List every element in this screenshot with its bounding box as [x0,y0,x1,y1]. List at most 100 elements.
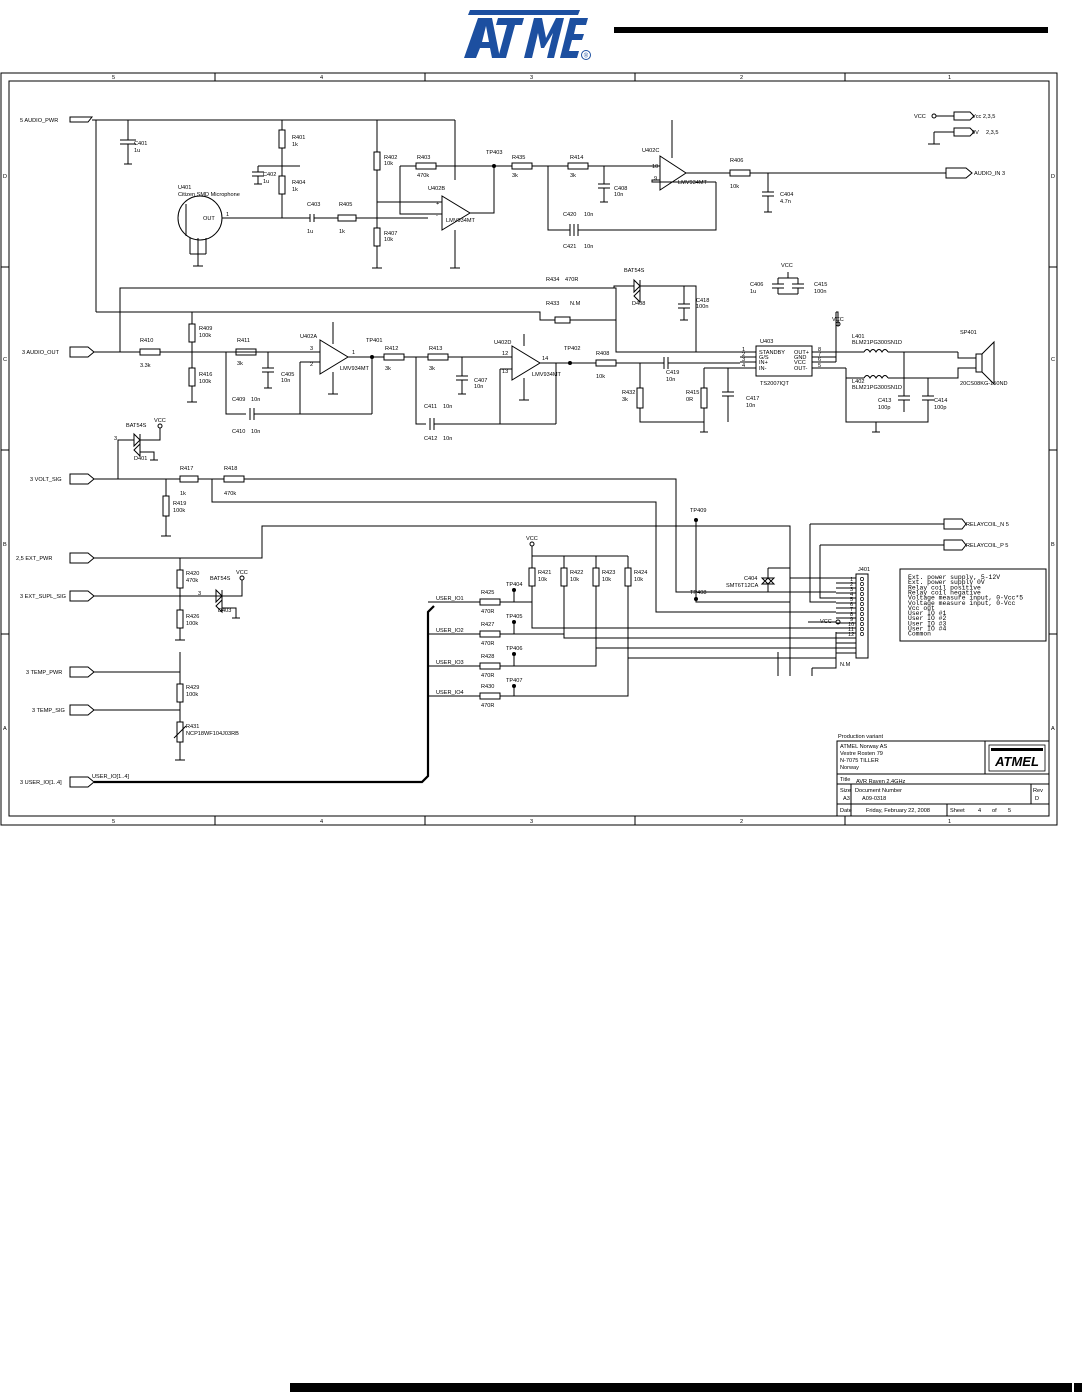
registered-icon [581,50,591,60]
svg-text:4: 4 [850,592,853,598]
vcc-sheets: Vcc 2,3,5 [972,114,995,120]
port-ext-supl-sig: 3 EXT_SUPL_SIG [20,594,66,600]
c410-ref: C410 [232,429,245,435]
svg-text:1: 1 [850,577,853,583]
c421-val: 10n [584,244,593,250]
row-label-b: B [3,542,7,548]
u402d-ref: U402D [494,340,511,346]
c420-ref: C420 [563,212,576,218]
c402-val: 1u [263,179,269,185]
r406-ref: R406 [730,158,743,164]
r430-val: 470R [481,703,494,709]
r427-val: 470R [481,641,494,647]
c415-val: 100n [814,289,826,295]
r408-ref: R408 [596,351,609,357]
u402a-pin-3: 3 [310,346,313,352]
c403-ref: C403 [307,202,320,208]
c412-val: 10n [443,436,452,442]
l402-ref: L402 [852,379,864,385]
c407-val: 10n [474,384,483,390]
bat54s-c-ref: BAT54S [210,576,231,582]
col-label-1-bottom: 1 [948,819,951,825]
r404-ref: R404 [292,180,305,186]
col-label-3-bottom: 3 [530,819,533,825]
u401-val: Citizen SMD Microphone [178,192,240,198]
r425-ref: R425 [481,590,494,596]
row-label-c: C [3,357,7,363]
sheet-label: Sheet [950,808,965,814]
u402c-pin-10: 10 [652,164,658,170]
title-block: Production variant ATMEL Norway AS Vestr… [836,734,1050,817]
r433-val: N.M [570,301,581,307]
u402d-pin-12: 12 [502,351,508,357]
r411-ref: R411 [237,338,250,344]
u402c-pin-9: 9 [654,176,657,182]
r419-ref: R419 [173,501,186,507]
c404b-val: SMT6T12CA [726,583,759,589]
r432-ref: R432 [622,390,635,396]
r418-ref: R418 [224,466,237,472]
r409-ref: R409 [199,326,212,332]
c417-val: 10n [746,403,755,409]
c409-ref: C409 [232,397,245,403]
vcc-label-j401: VCC [820,619,832,625]
c418-ref: C418 [696,298,709,304]
u402a-ref: U402A [300,334,317,340]
u403-pin-2: 2 [742,352,745,358]
r431-val: NCP18WF104J03RB [186,731,239,737]
r402-val: 10k [384,161,393,167]
svg-text:7: 7 [850,607,853,613]
gnd-sheets: 2,3,5 [986,130,998,136]
user-io-bus-label: USER_IO[1..4] [92,774,129,780]
j401-pin-desc: Ext. power supply, 5-12V [908,574,1000,581]
u403-ref: U403 [760,339,773,345]
user-io3-label: USER_IO3 [436,660,464,666]
c419-val: 10n [666,377,675,383]
r403-ref: R403 [417,155,430,161]
r433-ref: R433 [546,301,559,307]
r434-ref: R434 [546,277,559,283]
r407-ref: R407 [384,231,397,237]
u402d-val: LMV934MT [532,372,561,378]
u402d-pin-14: 14 [542,356,548,362]
r431-ref: R431 [186,724,199,730]
u402d-pin-13: 13 [502,369,508,375]
col-label-5: 5 [112,75,115,81]
vcc-label-d401: VCC [154,418,166,424]
col-label-3: 3 [530,75,533,81]
company-address1: Vestre Rosten 79 [840,751,883,757]
user-io1-label: USER_IO1 [436,596,464,602]
r411-val: 3k [237,361,243,367]
u401-out: OUT [203,216,215,222]
sheet-value: 4 [978,808,981,814]
tp401-ref: TP401 [366,338,382,344]
port-audio-out: 3 AUDIO_OUT [22,350,60,356]
j401-pin-desc: Common [908,631,931,638]
r403-val: 470k [417,173,429,179]
r435-ref: R435 [512,155,525,161]
sp401-ref: SP401 [960,330,977,336]
c405-val: 10n [281,378,290,384]
schematic-sheet: 5 4 3 2 1 5 4 3 2 1 D C B A D C B A 5 AU… [0,72,1058,826]
port-ext-pwr: 2,5 EXT_PWR [16,556,52,562]
j401-body [855,573,869,659]
temp-section: 3 TEMP_PWR 3 TEMP_SIG R429 100k R431 NCP… [26,652,239,761]
port-audio-pwr: 5 AUDIO_PWR [20,118,58,124]
port-temp-sig: 3 TEMP_SIG [32,708,65,714]
c405-ref: C405 [281,372,294,378]
c414-val: 100p [934,405,946,411]
tp408-ref: TP408 [690,590,706,596]
u403-pin-1: 1 [742,347,745,353]
c413-val: 100p [878,405,890,411]
r416-ref: R416 [199,372,212,378]
j401-pin-desc: Relay coil positive [908,584,981,591]
u402b-val: LMV934MT [446,218,475,224]
r429-ref: R429 [186,685,199,691]
date-label: Date [840,808,852,814]
docnum-value: A09-0318 [862,796,886,802]
row-label-d-right: D [1051,174,1055,180]
u403-pin-gs: G/S [759,355,769,361]
atmel-logo: ® [464,10,591,60]
svg-text:5: 5 [850,597,853,603]
